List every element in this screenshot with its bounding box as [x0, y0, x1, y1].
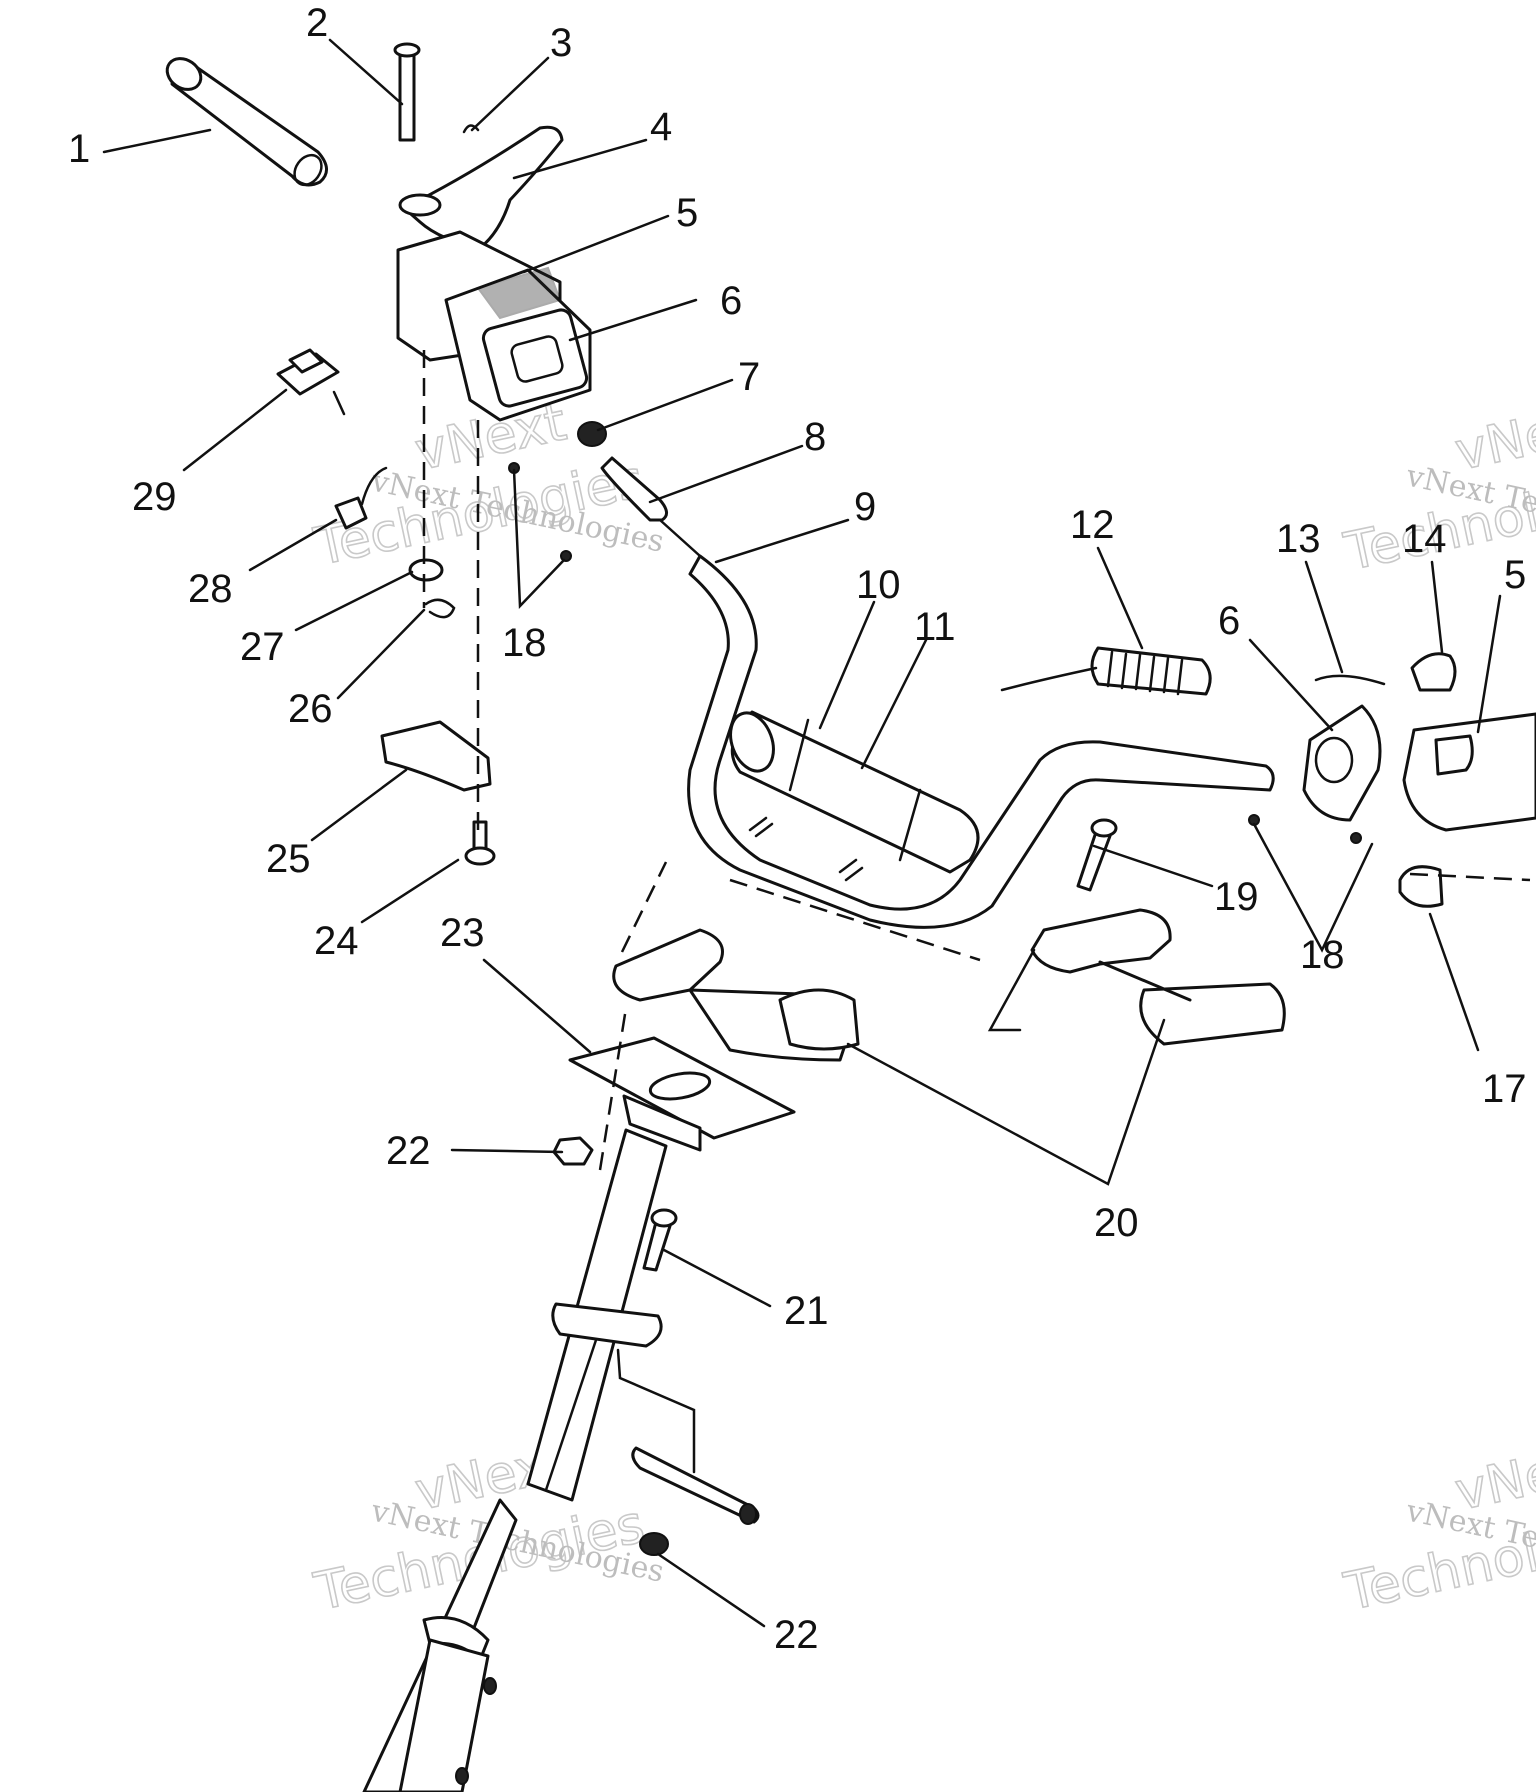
part-screw-24	[464, 820, 496, 866]
callout-6-right: 6	[1218, 599, 1240, 643]
callout-17: 17	[1482, 1067, 1527, 1111]
callout-27: 27	[240, 625, 285, 669]
part-bolt-19	[1076, 818, 1118, 892]
assembly-lines	[422, 350, 1531, 1492]
callout-24: 24	[314, 919, 359, 963]
callout-22-lower: 22	[774, 1613, 819, 1657]
callout-7: 7	[738, 355, 760, 399]
part-switch-housing-right	[1402, 712, 1536, 832]
part-13	[1314, 674, 1386, 686]
part-housing-right	[1302, 704, 1382, 822]
part-clip	[462, 124, 480, 134]
callout-20: 20	[1094, 1201, 1139, 1245]
callout-4: 4	[650, 105, 672, 149]
callout-5: 5	[676, 191, 698, 235]
callout-12: 12	[1070, 503, 1115, 547]
wire-28	[360, 466, 388, 506]
part-nut-22-lower	[639, 1532, 669, 1556]
watermark-bottom-right: Technologies vNext vNext Technologies	[1338, 1432, 1536, 1624]
callout-11: 11	[914, 605, 956, 649]
callout-2: 2	[306, 1, 328, 45]
callout-26: 26	[288, 687, 333, 731]
callout-6: 6	[720, 279, 742, 323]
callout-8: 8	[804, 415, 826, 459]
callout-10: 10	[856, 563, 901, 607]
callout-23: 23	[440, 911, 485, 955]
callout-18-left: 18	[502, 621, 547, 665]
part-switch-button	[1434, 734, 1474, 776]
part-pin	[393, 42, 421, 142]
part-cross-pin	[631, 1446, 760, 1525]
callout-14: 14	[1402, 517, 1447, 561]
callout-18-right: 18	[1300, 933, 1345, 977]
callout-28: 28	[188, 567, 233, 611]
housing-right-opening	[1314, 736, 1354, 784]
part-throttle-lever	[398, 125, 564, 250]
watermark-top-left: Technologies vNext vNext Technologies	[308, 392, 667, 579]
part-clip-26	[424, 598, 456, 619]
callout-3: 3	[550, 21, 572, 65]
part-steering-plate	[568, 1036, 796, 1152]
part-grip-left	[165, 57, 328, 187]
part-steering-post	[362, 1128, 668, 1792]
part-mount-plate	[380, 720, 492, 792]
part-crossbar-pad	[729, 710, 980, 882]
callout-labels: 1 2 3 4 5 6 7 8 9 10 11 12 13 14 5 6 18 …	[68, 1, 1527, 1657]
callout-25: 25	[266, 837, 311, 881]
callout-29: 29	[132, 475, 177, 519]
part-clamp-top	[1030, 908, 1286, 1046]
callout-9: 9	[854, 485, 876, 529]
part-heater-element	[1000, 646, 1212, 696]
callout-13: 13	[1276, 517, 1321, 561]
callout-5-right: 5	[1504, 553, 1526, 597]
leader-lines	[102, 38, 1502, 1628]
callout-19: 19	[1214, 875, 1259, 919]
part-nut-28	[334, 496, 368, 530]
part-14	[1410, 652, 1457, 692]
part-connector-29	[276, 348, 346, 416]
part-clamp-bottom	[612, 928, 860, 1062]
part-clamp-17	[1398, 865, 1444, 908]
part-washer-27	[408, 558, 444, 582]
callout-1: 1	[68, 127, 90, 171]
callout-22-upper: 22	[386, 1129, 431, 1173]
part-bolt-21	[642, 1208, 678, 1272]
part-throttle-housing	[396, 230, 592, 422]
callout-21: 21	[784, 1289, 829, 1333]
part-nut-7	[577, 421, 607, 447]
part-throttle-cable	[600, 456, 702, 558]
crossbar-springs	[748, 816, 864, 882]
part-handlebar	[687, 554, 1275, 929]
